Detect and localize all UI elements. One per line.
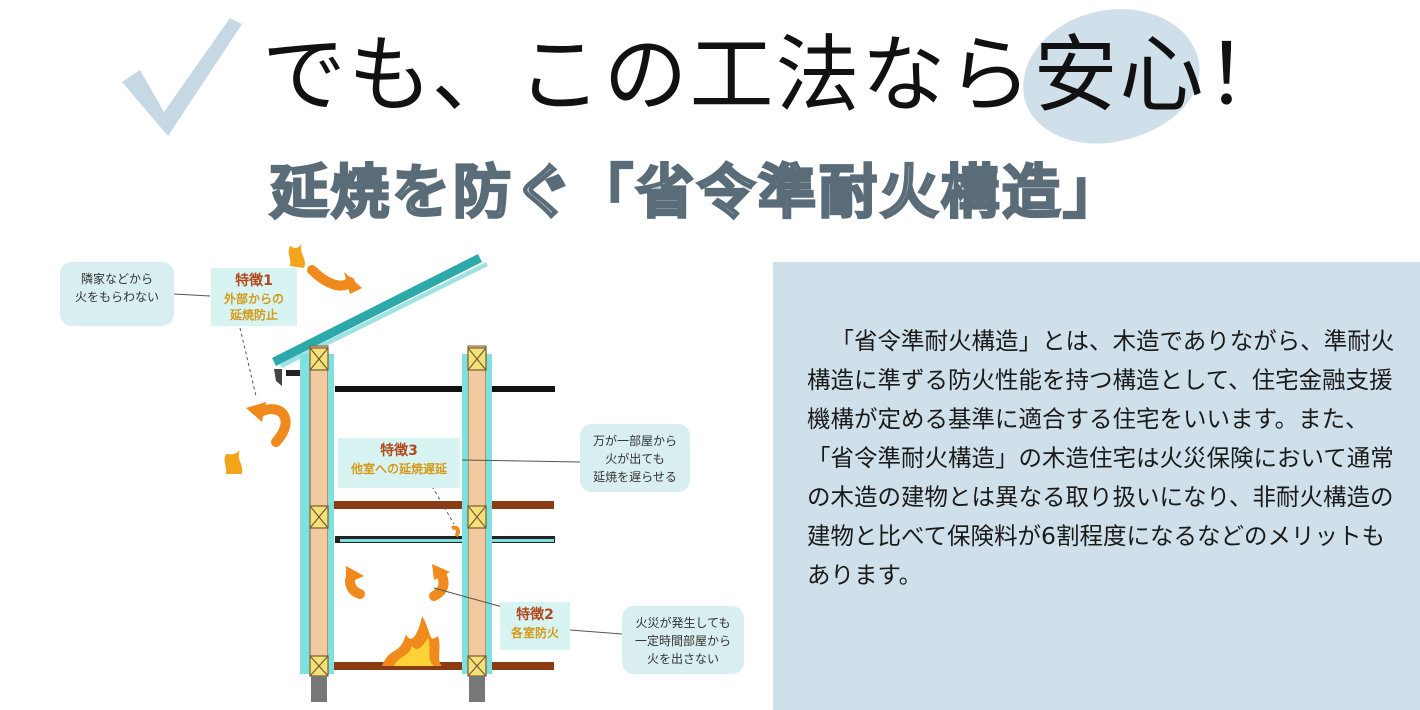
- title-suffix: ！: [1205, 26, 1292, 124]
- callout-neighbor: 隣家などから 火をもらわない: [60, 262, 174, 326]
- subtitle: 延焼を防ぐ「省令準耐火構造」: [269, 157, 1125, 228]
- feature-3-text: 他室への延焼遅延: [350, 462, 447, 476]
- floor-beam: [335, 386, 555, 392]
- title-highlight: 安心: [1033, 26, 1206, 124]
- feature-1-text: 外部からの 延焼防止: [223, 292, 284, 322]
- title-prefix: でも、この工法なら: [262, 26, 1034, 124]
- description-text: 「省令準耐火構造」とは、木造でありながら、準耐火構造に準ずる防火性能を持つ構造と…: [807, 327, 1395, 589]
- check-mark-icon: [122, 18, 242, 136]
- flame-icon: [224, 244, 442, 666]
- feature-2: 特徴2 各室防火: [500, 602, 570, 650]
- feature-1: 特徴1 外部からの 延焼防止: [211, 268, 297, 326]
- callout-fire-room: 火災が発生しても 一定時間部屋から 火を出さない: [622, 606, 744, 674]
- feature-2-title: 特徴2: [516, 607, 554, 623]
- callout-room-spread: 万が一部屋から 火が出ても 延焼を遅らせる: [580, 424, 690, 492]
- description-panel: 「省令準耐火構造」とは、木造でありながら、準耐火構造に準ずる防火性能を持つ構造と…: [773, 262, 1420, 710]
- feature-1-title: 特徴1: [235, 273, 273, 289]
- feature-2-text: 各室防火: [510, 626, 559, 640]
- page-title: でも、この工法なら安心！: [262, 20, 1292, 130]
- roof: [272, 254, 482, 366]
- left-wall: [300, 354, 312, 674]
- feature-3: 特徴3 他室への延焼遅延: [338, 438, 460, 488]
- feature-3-title: 特徴3: [380, 443, 418, 459]
- fire-resistant-structure-diagram: [173, 244, 623, 702]
